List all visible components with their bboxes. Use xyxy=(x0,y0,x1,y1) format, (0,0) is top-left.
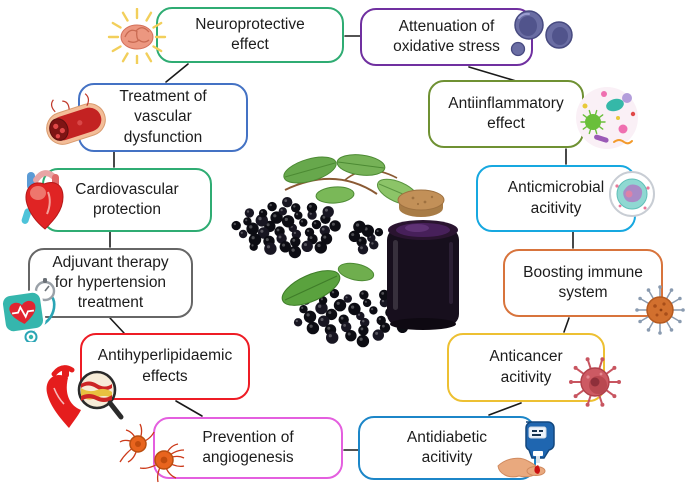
node-hypertension-adjuvant-therapy[interactable]: Adjuvant therapy for hypertension treatm… xyxy=(28,248,193,318)
node-label: Antidiabetic acitivity xyxy=(406,428,488,466)
node-cardiovascular-protection[interactable]: Cardiovascular protection xyxy=(42,168,212,232)
node-anticancer-activity[interactable]: Anticancer acitivity xyxy=(447,333,605,402)
node-antiinflammatory-effect[interactable]: Antiinflammatory effect xyxy=(428,80,584,148)
elderberry-cluster xyxy=(348,220,384,255)
node-neuroprotective-effect[interactable]: Neuroprotective effect xyxy=(156,7,344,63)
node-label: Antihyperlipidaemic effects xyxy=(97,347,233,385)
cork-lid xyxy=(397,189,445,217)
virus-icon xyxy=(635,285,685,335)
microbes-icon xyxy=(576,87,638,149)
petri-dish-icon xyxy=(609,171,655,217)
node-prevention-of-angiogenesis[interactable]: Prevention of angiogenesis xyxy=(153,417,343,479)
elderberry-extract-jar xyxy=(387,220,459,330)
node-label: Neuroprotective effect xyxy=(195,15,305,53)
node-antihyperlipidaemic-effects[interactable]: Antihyperlipidaemic effects xyxy=(80,333,250,400)
brain-icon xyxy=(107,8,167,64)
node-label: Adjuvant therapy for hypertension treatm… xyxy=(52,253,169,312)
glucometer-icon xyxy=(497,421,555,478)
node-label: Attenuation of oxidative stress xyxy=(393,17,500,55)
heart-magnifier-icon xyxy=(46,365,124,428)
node-label: Boosting immune system xyxy=(523,263,643,301)
node-vascular-dysfunction[interactable]: Treatment of vascular dysfunction xyxy=(78,83,248,152)
elderberry-leaf-bottom xyxy=(281,262,375,306)
node-boosting-immune-system[interactable]: Boosting immune system xyxy=(503,249,663,317)
bp-monitor-icon xyxy=(0,278,56,342)
elderberry-illustration xyxy=(231,154,459,348)
node-label: Anticancer acitivity xyxy=(489,348,563,386)
node-label: Treatment of vascular dysfunction xyxy=(119,88,207,146)
blood-vessel-icon xyxy=(46,93,106,145)
cancer-cell-icon xyxy=(569,357,621,407)
angiogenesis-cells-icon xyxy=(119,423,185,483)
oxidative-cells-icon xyxy=(510,10,573,57)
node-label: Anticmicrobial acitivity xyxy=(507,179,605,217)
heart-icon xyxy=(21,170,64,230)
node-label: Antiinflammatory effect xyxy=(448,94,564,132)
node-antimicrobial-activity[interactable]: Anticmicrobial acitivity xyxy=(476,165,636,232)
elderberry-cluster xyxy=(231,197,341,259)
node-label: Cardiovascular protection xyxy=(75,180,179,218)
node-label: Prevention of angiogenesis xyxy=(202,428,294,466)
